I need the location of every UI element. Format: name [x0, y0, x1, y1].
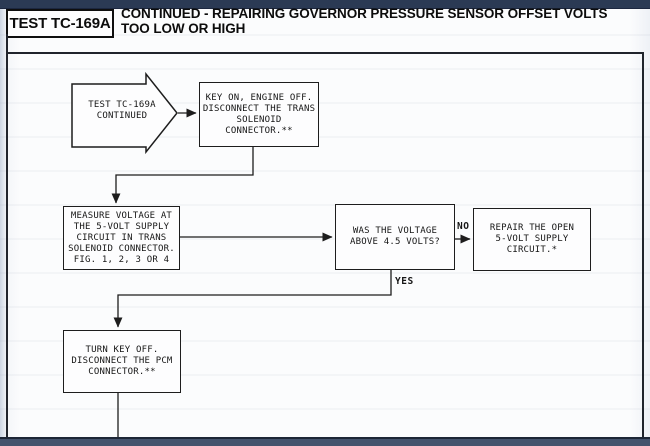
flow-node-turn-key-off: TURN KEY OFF. DISCONNECT THE PCM CONNECT…: [63, 330, 181, 393]
branch-label-yes: YES: [395, 276, 414, 287]
right-border-line: [642, 52, 644, 437]
header-divider-line: [6, 52, 643, 54]
flow-node-measure-voltage: MEASURE VOLTAGE AT THE 5-VOLT SUPPLY CIR…: [63, 206, 180, 270]
page-title: CONTINUED - REPAIRING GOVERNOR PRESSURE …: [121, 6, 608, 36]
top-edge-bar: [0, 0, 650, 9]
flow-node-voltage-question: WAS THE VOLTAGE ABOVE 4.5 VOLTS?: [335, 204, 455, 270]
bottom-edge-bar: [0, 437, 650, 446]
flow-node-start: TEST TC-169A CONTINUED: [88, 100, 156, 121]
flow-node-key-on: KEY ON, ENGINE OFF. DISCONNECT THE TRANS…: [199, 82, 319, 147]
branch-label-no: NO: [457, 221, 470, 232]
flow-node-repair-circuit: REPAIR THE OPEN 5-VOLT SUPPLY CIRCUIT.*: [473, 208, 591, 271]
test-id-box: TEST TC-169A: [6, 9, 114, 38]
left-border-line: [6, 34, 8, 437]
test-id-label: TEST TC-169A: [9, 15, 111, 32]
